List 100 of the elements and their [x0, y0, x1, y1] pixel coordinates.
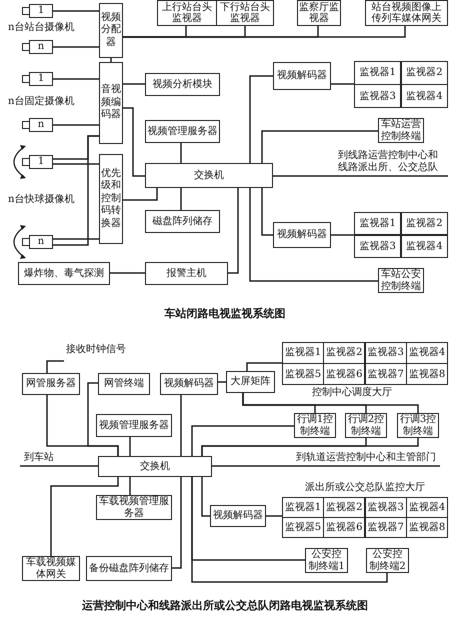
connector-line: [53, 124, 99, 126]
process-box: [273, 222, 331, 248]
connector-line: [218, 381, 226, 383]
node-label: 监视器6: [326, 522, 362, 534]
monitor-grid: [354, 212, 448, 258]
connector-line: [129, 437, 131, 456]
node-label: 监察厅监视器: [299, 2, 339, 24]
node-label: 视频管理服务器: [99, 420, 169, 432]
node-label: 大屏矩阵: [230, 376, 270, 388]
connector-line: [50, 477, 119, 556]
monitor-tile: [366, 498, 406, 517]
connector-line: [123, 83, 145, 85]
node-label: 监视器8: [408, 368, 446, 380]
process-box: [210, 505, 266, 527]
node-label: 接收时钟信号: [66, 344, 126, 356]
connector-line: [110, 58, 112, 62]
monitor-tile: [324, 518, 364, 537]
node-label: 监视器7: [368, 368, 404, 380]
monitor-grid: [354, 61, 448, 108]
node-label: 视频解码器: [277, 70, 327, 82]
group-label: 控制中心调度大厅: [312, 387, 392, 399]
camera-body: [29, 118, 53, 132]
process-box: [98, 373, 150, 395]
process-box: [145, 210, 220, 233]
node-label: 视频管理服务器: [148, 126, 218, 138]
node-label: 监视器7: [368, 522, 404, 534]
node-label: 站台视频图像上传列车媒体网关: [370, 2, 442, 24]
node-label: 监视器5: [284, 368, 322, 380]
monitor-tile: [355, 62, 400, 84]
monitor-tile: [402, 236, 447, 257]
camera-body: [29, 235, 53, 249]
node-label: n: [38, 119, 44, 131]
connector-line: [242, 393, 419, 413]
monitor-tile: [324, 364, 364, 384]
connector-line: [53, 78, 99, 80]
monitor-tile: [402, 85, 447, 107]
connector-line: [53, 135, 99, 246]
process-box: [98, 456, 212, 477]
node-label: 行调1控制终端: [296, 414, 334, 437]
connector-line: [191, 477, 388, 583]
node-label: 网管终端: [104, 378, 144, 390]
node-label: 网管服务器: [26, 378, 76, 390]
process-box: [86, 556, 172, 581]
monitor-grid: [282, 497, 448, 538]
node-label: 监视器3: [368, 347, 404, 358]
node-label: n: [38, 236, 44, 248]
connector-line: [172, 477, 182, 569]
node-label: 1: [38, 5, 44, 17]
node-label: n: [38, 41, 44, 53]
node-label: 监视器4: [408, 502, 446, 513]
node-label: 监视器2: [326, 502, 362, 513]
process-box: [99, 3, 123, 58]
node-label: 备份磁盘阵列储存: [89, 562, 169, 574]
camera-body: [29, 155, 53, 169]
node-label: 上行站台头监视器: [161, 2, 213, 24]
node-label: 监视器5: [284, 522, 322, 534]
connector-line: [273, 175, 448, 177]
node-label: 交换机: [194, 170, 224, 182]
node-label: 行调2控制终端: [347, 414, 385, 437]
node-label: 视频分析模块: [152, 78, 212, 90]
node-label: 监视器1: [284, 502, 322, 513]
node-label: 监视器2: [406, 67, 443, 78]
connector-line: [123, 26, 406, 38]
connector-line: [228, 188, 239, 274]
connector-line: [249, 75, 273, 163]
process-box: [157, 0, 217, 26]
monitor-tile: [355, 213, 400, 234]
node-label: 车载视频管理服务器: [98, 496, 170, 519]
monitor-tile: [283, 498, 323, 517]
node-label: 车站公安控制终端: [380, 269, 422, 292]
node-label: 报警主机: [166, 268, 206, 280]
node-label: 监视器4: [406, 240, 443, 252]
process-box: [273, 62, 331, 90]
process-box: [145, 120, 220, 143]
monitor-tile: [355, 85, 400, 107]
connector-line: [123, 188, 158, 201]
connector-line: [53, 46, 99, 48]
node-label: 监视器3: [368, 502, 404, 513]
connector-line: [249, 188, 378, 282]
node-label: 下行站台头监视器: [219, 2, 271, 24]
connector-line: [331, 234, 354, 236]
connector-line: [266, 515, 282, 517]
connector-line: [46, 395, 119, 456]
group-label: 派出所或公交总队监控大厅: [305, 482, 425, 494]
monitor-tile: [402, 213, 447, 234]
node-label: 监视器2: [406, 218, 443, 230]
process-box: [145, 262, 228, 285]
monitor-tile: [366, 364, 406, 384]
node-label: 监视器2: [326, 347, 362, 358]
connector-line: [180, 395, 182, 456]
monitor-tile: [355, 236, 400, 257]
connector-line: [129, 477, 131, 495]
process-box: [226, 371, 275, 393]
process-box: [365, 0, 448, 26]
monitor-tile: [283, 343, 323, 363]
node-label: 视频解码器: [213, 510, 263, 522]
monitor-tile: [366, 343, 406, 363]
node-label: 监视器1: [359, 218, 396, 230]
node-label: 视频分配器: [101, 12, 121, 50]
node-label: 监视器8: [408, 522, 446, 534]
